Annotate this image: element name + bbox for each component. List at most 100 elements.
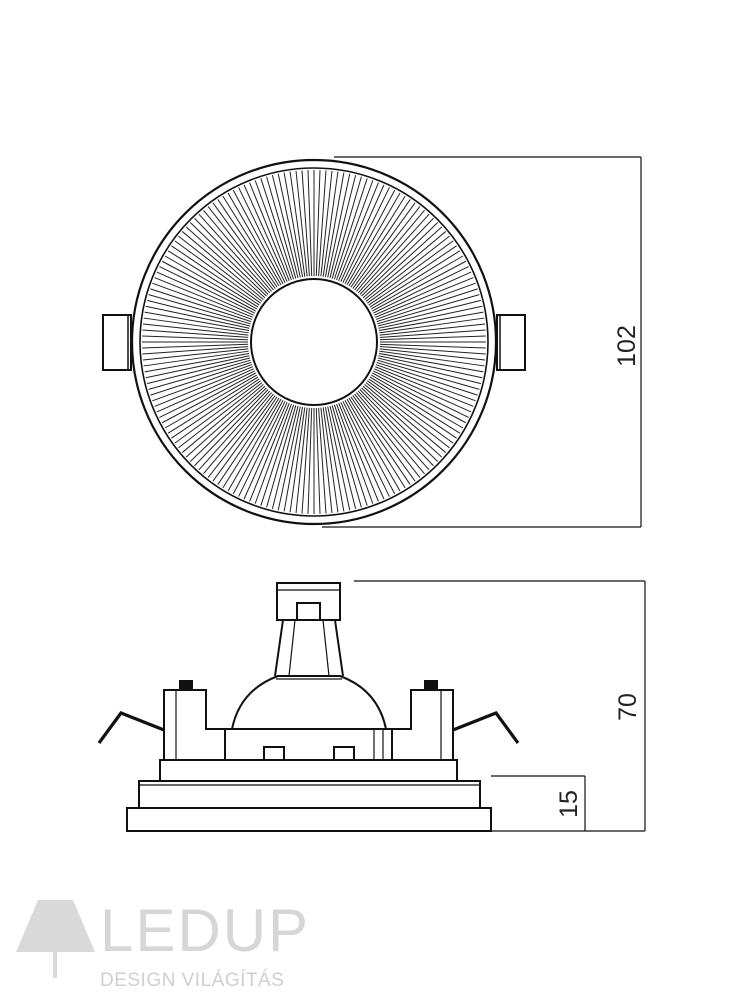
reflector-rib xyxy=(361,222,439,297)
reflector-rib xyxy=(372,260,467,312)
logo-tagline: DESIGN VILÁGÍTÁS xyxy=(100,970,284,991)
reflector-rib xyxy=(375,366,474,407)
reflector-rib xyxy=(378,305,483,329)
reflector-rib xyxy=(150,361,252,396)
reflector-rib xyxy=(283,406,304,512)
reflector-rib xyxy=(227,398,282,492)
reflector-rib xyxy=(194,389,269,467)
reflector-rib xyxy=(159,266,255,314)
reflector-rib xyxy=(161,260,256,312)
reflector-rib xyxy=(283,172,304,278)
reflector-rib xyxy=(338,403,379,502)
reflector-rib xyxy=(357,213,430,294)
reflector-rib xyxy=(378,355,483,379)
reflector-rib xyxy=(154,277,253,318)
reflector-rib xyxy=(207,206,274,291)
reflector-rib xyxy=(171,378,260,439)
reflector-rib xyxy=(322,171,339,277)
reflector-rib xyxy=(178,382,263,449)
reflector-rib xyxy=(289,171,306,277)
ledup-logo: LEDUP DESIGN VILÁGÍTÁS xyxy=(16,897,308,991)
reflector-rib xyxy=(336,180,374,281)
reflector-rib xyxy=(369,250,461,308)
reflector-rib xyxy=(367,240,454,304)
reflector-rib xyxy=(181,231,264,300)
reflector-ribs xyxy=(142,170,486,514)
reflector-rib xyxy=(277,173,301,278)
top-view xyxy=(102,158,526,526)
reflector-rib xyxy=(307,407,313,514)
left-clip xyxy=(102,314,132,371)
reflector-rib xyxy=(327,406,351,511)
right-clip xyxy=(496,314,526,371)
reflector-rib xyxy=(376,288,478,323)
reflector-rib xyxy=(238,401,286,497)
reflector-rib xyxy=(222,397,280,489)
reflector-rib xyxy=(217,199,278,288)
lamp-icon xyxy=(16,900,95,952)
reflector-rib xyxy=(378,311,484,332)
reflector-rib xyxy=(143,317,249,334)
reflector-rib xyxy=(152,282,253,320)
reflector-rib xyxy=(375,282,476,320)
reflector-rib xyxy=(315,407,321,514)
reflector-rib xyxy=(365,235,450,302)
diameter-label: 102 xyxy=(613,325,641,367)
reflector-rib xyxy=(375,364,476,402)
reflector-rib xyxy=(379,350,485,367)
reflector-rib xyxy=(368,378,457,439)
reflector-rib xyxy=(203,392,272,475)
reflector-rib xyxy=(344,189,396,284)
reflector-rib xyxy=(295,407,308,514)
reflector-rib xyxy=(379,346,486,355)
reflector-rib xyxy=(333,178,368,280)
left-spring xyxy=(97,711,165,744)
reflector-rib xyxy=(174,240,261,304)
reflector-rib xyxy=(185,385,266,458)
reflector-rib xyxy=(144,352,250,373)
reflector-rib xyxy=(164,255,258,310)
lower-body xyxy=(159,759,458,782)
reflector-rib xyxy=(342,187,390,283)
reflector-rib xyxy=(249,403,290,502)
reflector-rib xyxy=(194,217,269,295)
reflector-rib xyxy=(198,390,271,471)
reflector-rib xyxy=(350,199,411,288)
reflector-rib xyxy=(222,195,280,287)
reflector-rib xyxy=(348,397,406,489)
reflector-rib xyxy=(295,170,308,277)
reflector-rib xyxy=(372,372,467,424)
reflector-rib xyxy=(142,346,249,355)
reflector-rib xyxy=(354,393,421,478)
reflector-rib xyxy=(266,176,297,279)
reflector-rib xyxy=(301,407,310,514)
reflector-rib xyxy=(152,364,253,402)
height-dimension xyxy=(354,580,646,832)
reflector-rib xyxy=(301,170,310,277)
reflector-rib xyxy=(362,226,443,299)
reflector-rib xyxy=(327,173,351,278)
reflector-ring xyxy=(139,167,489,517)
reflector-rib xyxy=(148,294,251,325)
reflector-rib xyxy=(156,271,254,316)
reflector-rib xyxy=(227,192,282,286)
reflector-rib xyxy=(320,170,333,277)
reflector-rib xyxy=(346,192,401,286)
reflector-rib xyxy=(254,403,292,504)
reflector-rib xyxy=(373,266,469,314)
reflector-rib xyxy=(369,376,461,434)
reflector-rib xyxy=(232,189,284,284)
reflector-rib xyxy=(352,395,416,482)
reflector-rib xyxy=(271,174,299,279)
reflector-rib xyxy=(322,407,339,513)
reflector-rib xyxy=(145,305,250,329)
reflector-rib xyxy=(277,406,301,511)
reflector-rib xyxy=(373,370,469,418)
reflector-rib xyxy=(324,406,345,512)
reflector-rib xyxy=(356,209,425,292)
reflector-rib xyxy=(315,170,321,277)
left-housing xyxy=(163,689,226,761)
reflector-rib xyxy=(340,402,385,500)
reflector-rib xyxy=(365,382,450,449)
reflector-rib xyxy=(174,380,261,444)
